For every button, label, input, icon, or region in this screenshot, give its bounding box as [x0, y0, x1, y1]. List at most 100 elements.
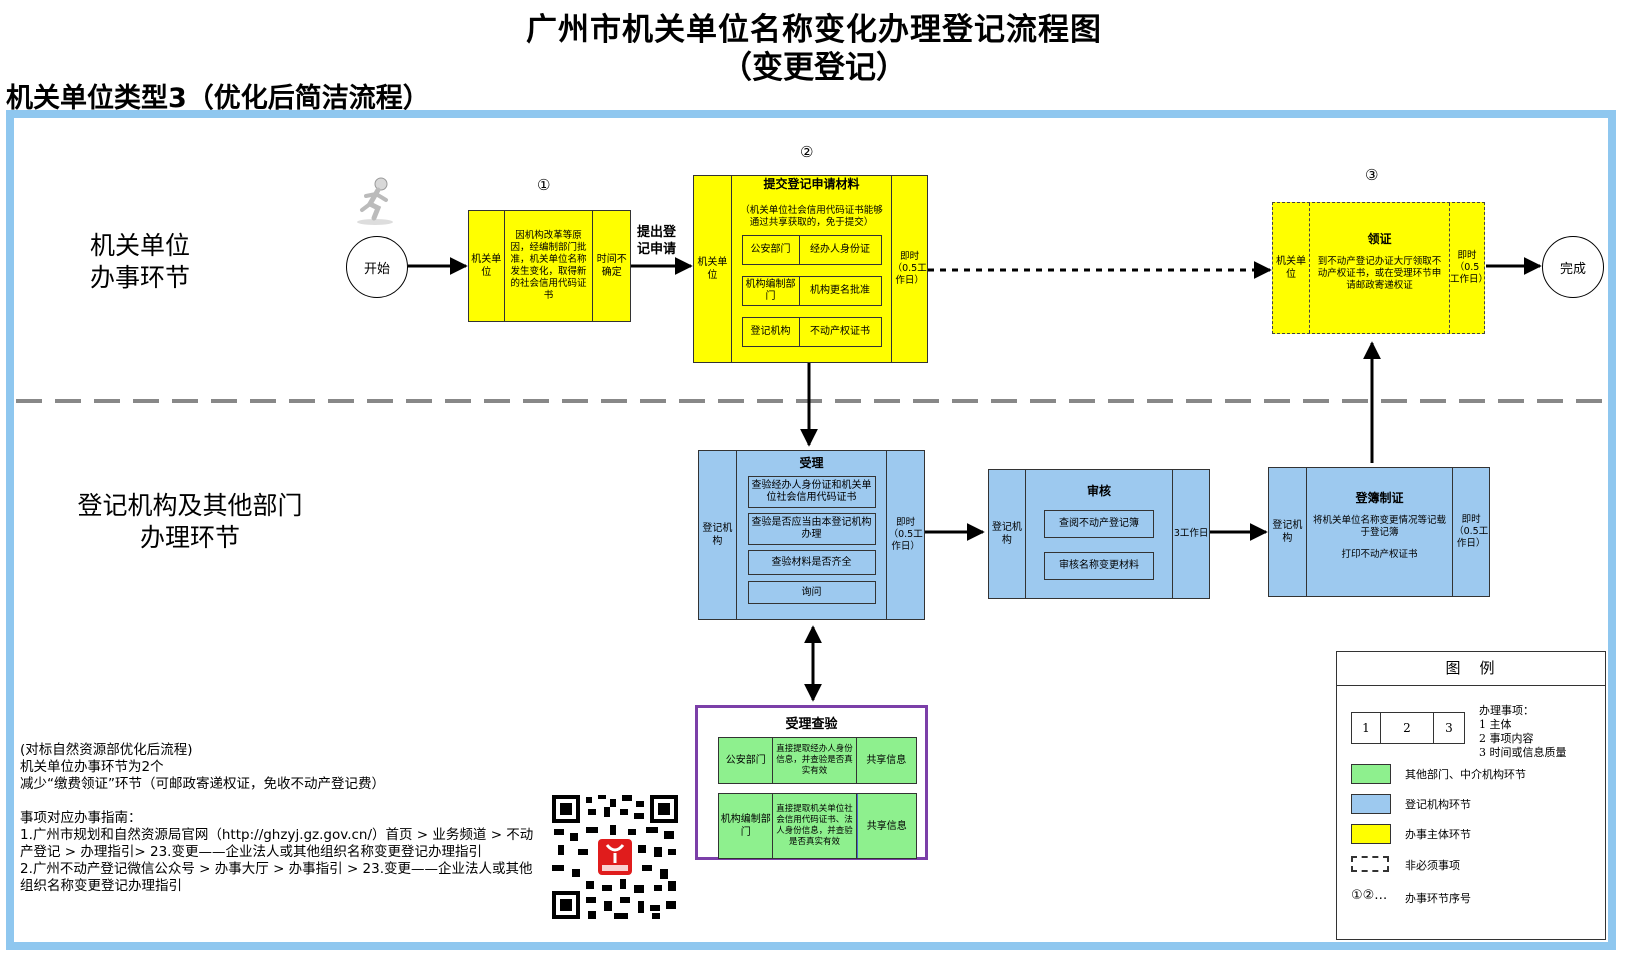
legend-item-1: 1 主体: [1479, 718, 1512, 731]
legend-items: 办理事项： 1 主体 2 事项内容 3 时间或信息质量: [1479, 704, 1567, 760]
check-row: 机构编制部门 直接提取机关单位社会信用代码证书、法人身份信息，并查验是否真实有效…: [718, 793, 917, 859]
accept-item: 询问: [747, 581, 876, 604]
accept-time: 即时（0.5工作日）: [888, 517, 923, 552]
step-number-2: ②: [800, 143, 814, 161]
register-content2: 打印不动产权证书: [1341, 549, 1418, 560]
review-content: 审核 查阅不动产登记簿 审核名称变更材料: [1026, 470, 1174, 598]
register-subject: 登记机构: [1269, 468, 1307, 596]
running-person-icon: [357, 177, 393, 225]
legend-cell: 1: [1352, 713, 1381, 743]
legend-dashed-swatch: [1351, 856, 1389, 872]
step2-subject: 机关单位: [694, 176, 732, 362]
accept-item: 查验材料是否齐全: [747, 550, 876, 575]
step2-content: 提交登记申请材料 （机关单位社会信用代码证书能够通过共享获取的，免于提交） 公安…: [732, 176, 893, 362]
register-time: 即时（0.5工作日）: [1454, 514, 1489, 549]
accept-item: 查验是否应当由本登记机构办理: [747, 513, 876, 545]
end-node: 完成: [1542, 236, 1604, 298]
check-row-result: 共享信息: [856, 794, 916, 858]
check-header: 受理查验: [785, 717, 838, 732]
legend: 图 例 1 2 3 办理事项： 1 主体 2 事项内容 3 时间或信息质量 其他…: [1336, 651, 1606, 940]
check-row-content: 直接提取机关单位社会信用代码证书、法人身份信息，并查验是否真实有效: [773, 794, 857, 858]
legend-seq-symbol: ①②…: [1351, 888, 1388, 903]
step2-row-item: 经办人身份证: [810, 244, 870, 255]
register-content: 将机关单位名称变更情况等记载于登记簿: [1312, 515, 1446, 538]
lane-label-registration: 登记机构及其他部门 办理环节: [77, 491, 303, 552]
process-notes: (对标自然资源部优化后流程) 机关单位办事环节为2个 减少“缴费领证”环节（可邮…: [20, 742, 540, 895]
step2-time: 即时（0.5工作日）: [892, 251, 927, 286]
review-item: 审核名称变更材料: [1044, 552, 1154, 580]
legend-item-2: 2 事项内容: [1479, 732, 1534, 745]
step2-row-org: 机构编制部门: [743, 277, 800, 305]
step3-content: 到不动产登记办证大厅领取不动产权证书，或在受理环节申请邮政寄递权证: [1317, 256, 1442, 291]
review-item: 查阅不动产登记簿: [1044, 510, 1154, 538]
legend-yellow-label: 办事主体环节: [1405, 828, 1471, 841]
accept-header: 受理: [799, 456, 824, 470]
step2-row: 登记机构 不动产权证书: [741, 317, 882, 347]
check-row: 公安部门 直接提取经办人身份信息，并查验是否真实有效 共享信息: [718, 737, 917, 784]
note-line: 减少“缴费领证”环节（可邮政寄递权证，免收不动产登记费）: [20, 776, 385, 792]
step3-time: 即时（0.5工作日）: [1450, 250, 1489, 285]
check-row-content: 直接提取经办人身份信息，并查验是否真实有效: [773, 738, 857, 783]
legend-title: 图 例: [1337, 652, 1605, 686]
legend-cell: 3: [1445, 721, 1453, 735]
review-header: 审核: [1086, 484, 1111, 498]
review-box: 登记机构 审核 查阅不动产登记簿 审核名称变更材料 3工作日: [988, 469, 1210, 599]
register-header: 登簿制证: [1355, 491, 1404, 505]
legend-cell-sample: 1 2 3: [1351, 712, 1465, 744]
step3-box: 机关单位 领证 到不动产登记办证大厅领取不动产权证书，或在受理环节申请邮政寄递权…: [1272, 202, 1489, 334]
step2-row-item: 不动产权证书: [810, 326, 870, 337]
step-number-1: ①: [537, 176, 551, 194]
register-content-cell: 登簿制证 将机关单位名称变更情况等记载于登记簿 打印不动产权证书: [1307, 468, 1454, 596]
review-subject: 登记机构: [989, 470, 1026, 598]
check-box: 受理查验 公安部门 直接提取经办人身份信息，并查验是否真实有效 共享信息 机构编…: [695, 705, 928, 860]
step1-box: 机关单位 因机构改革等原因，经编制部门批准，机关单位名称发生变化，取得新的社会信…: [468, 210, 631, 322]
legend-seq-label: 办事环节序号: [1405, 892, 1471, 905]
legend-green-label: 其他部门、中介机构环节: [1405, 768, 1526, 781]
legend-blue-swatch: [1351, 794, 1391, 814]
step2-box: 机关单位 提交登记申请材料 （机关单位社会信用代码证书能够通过共享获取的，免于提…: [693, 175, 928, 363]
step1-time: 时间不确定: [596, 254, 627, 278]
submit-application-label: 提出登记申请: [637, 225, 677, 257]
legend-dashed-label: 非必须事项: [1405, 859, 1460, 872]
check-row-result: 共享信息: [866, 755, 907, 766]
page-subtitle: （变更登记）: [721, 50, 907, 86]
qr-code-icon: [550, 793, 680, 921]
note-line: 机关单位办事环节为2个: [20, 759, 164, 775]
step3-content-cell: 领证 到不动产登记办证大厅领取不动产权证书，或在受理环节申请邮政寄递权证: [1310, 203, 1450, 333]
diagram-frame: [6, 110, 1616, 950]
check-row-org: 公安部门: [719, 738, 774, 783]
register-box: 登记机构 登簿制证 将机关单位名称变更情况等记载于登记簿 打印不动产权证书 即时…: [1268, 467, 1490, 597]
step1-content: 因机构改革等原因，经编制部门批准，机关单位名称发生变化，取得新的社会信用代码证书: [505, 211, 594, 321]
accept-content: 受理 查验经办人身份证和机关单位社会信用代码证书 查验是否应当由本登记机构办理 …: [737, 451, 888, 619]
step1-subject: 机关单位: [469, 211, 505, 321]
lane-label-applicant: 机关单位 办事环节: [89, 231, 190, 292]
step2-row-org: 登记机构: [743, 318, 800, 346]
legend-blue-label: 登记机构环节: [1405, 798, 1471, 811]
note-line: 2.广州不动产登记微信公众号 > 办事大厅 > 办事指引 > 23.变更——企业…: [20, 861, 533, 894]
note-line: 1.广州市规划和自然资源局官网（http://ghzyj.gz.gov.cn/）…: [20, 827, 534, 860]
step3-header: 领证: [1367, 232, 1392, 246]
process-type-heading: 机关单位类型3（优化后简洁流程）: [6, 83, 430, 114]
accept-subject: 登记机构: [699, 451, 737, 619]
step2-header: 提交登记申请材料: [763, 177, 860, 191]
legend-yellow-swatch: [1351, 824, 1391, 844]
step3-subject: 机关单位: [1273, 203, 1310, 333]
step2-row: 机构编制部门 机构更名批准: [741, 276, 882, 306]
step2-note: （机关单位社会信用代码证书能够通过共享获取的，免于提交）: [740, 205, 883, 228]
note-line: (对标自然资源部优化后流程): [20, 742, 193, 758]
legend-item-3: 3 时间或信息质量: [1479, 746, 1567, 759]
step2-row: 公安部门 经办人身份证: [741, 235, 882, 265]
legend-green-swatch: [1351, 764, 1391, 784]
legend-items-title: 办理事项：: [1479, 704, 1534, 717]
start-node: 开始: [346, 236, 408, 298]
check-row-org: 机构编制部门: [719, 794, 774, 858]
review-time: 3工作日: [1173, 528, 1209, 539]
page-title: 广州市机关单位名称变化办理登记流程图: [526, 12, 1102, 48]
accept-box: 登记机构 受理 查验经办人身份证和机关单位社会信用代码证书 查验是否应当由本登记…: [698, 450, 925, 620]
note-line: 事项对应办事指南：: [20, 810, 142, 826]
step-number-3: ③: [1365, 166, 1379, 184]
step2-row-org: 公安部门: [743, 236, 800, 264]
legend-cell: 2: [1381, 713, 1434, 743]
accept-item: 查验经办人身份证和机关单位社会信用代码证书: [747, 476, 876, 508]
